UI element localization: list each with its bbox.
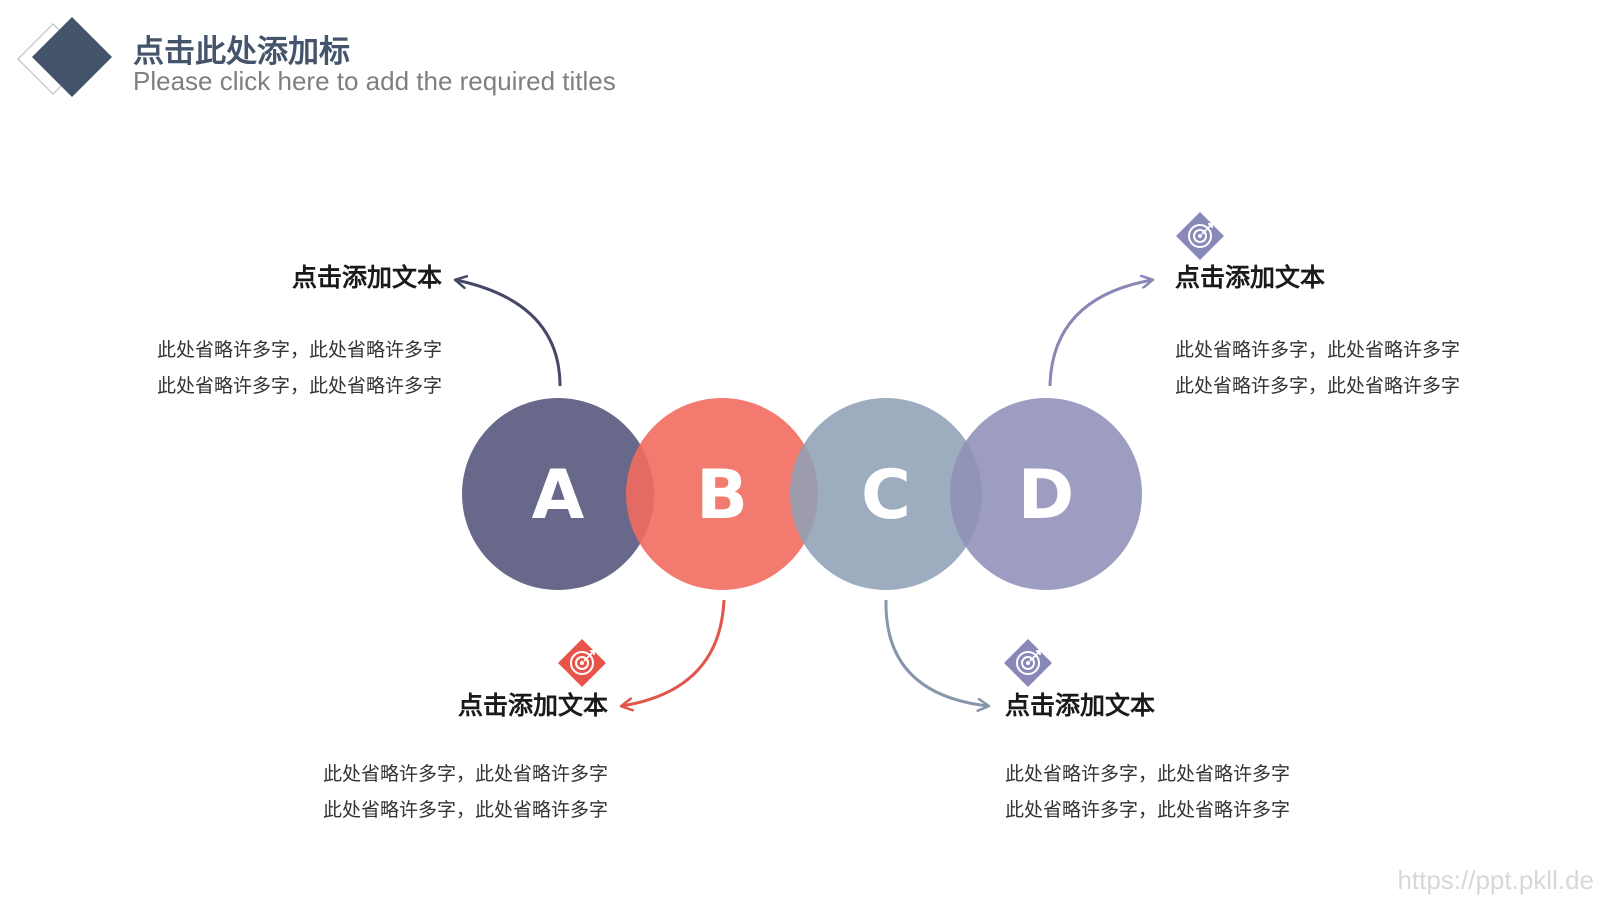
logo-filled-diamond xyxy=(32,17,112,97)
node-a-title[interactable]: 点击添加文本 xyxy=(291,263,442,292)
arrow-c xyxy=(884,599,988,706)
node-b-line-2: 此处省略许多字，此处省略许多字 xyxy=(322,799,608,821)
node-d-line-1: 此处省略许多字，此处省略许多字 xyxy=(1175,339,1461,361)
node-a-line-2: 此处省略许多字，此处省略许多字 xyxy=(156,375,442,397)
circle-c[interactable] xyxy=(790,398,982,590)
node-c-line-1: 此处省略许多字，此处省略许多字 xyxy=(1005,763,1291,785)
node-d-description[interactable]: 此处省略许多字，此处省略许多字 此处省略许多字，此处省略许多字 xyxy=(1175,332,1460,404)
arrow-d xyxy=(1048,280,1152,387)
arrow-a xyxy=(456,280,562,387)
node-a-line-1: 此处省略许多字，此处省略许多字 xyxy=(156,339,442,361)
header-logo xyxy=(16,17,112,97)
target-icon-c xyxy=(1004,639,1052,687)
circle-b-letter: B xyxy=(696,456,748,535)
node-a-description[interactable]: 此处省略许多字，此处省略许多字 此处省略许多字，此处省略许多字 xyxy=(157,332,442,404)
target-icon-d xyxy=(1176,212,1224,260)
circle-d[interactable] xyxy=(950,398,1142,590)
node-b-title[interactable]: 点击添加文本 xyxy=(457,691,608,720)
circle-b[interactable] xyxy=(626,398,818,590)
page-subtitle[interactable]: Please click here to add the required ti… xyxy=(133,66,616,96)
circle-a[interactable] xyxy=(462,398,654,590)
node-c-description[interactable]: 此处省略许多字，此处省略许多字 此处省略许多字，此处省略许多字 xyxy=(1005,756,1290,828)
circle-a-letter: A xyxy=(532,456,585,535)
watermark-url: https://ppt.pkll.de xyxy=(1397,865,1594,895)
target-icon-b xyxy=(558,639,606,687)
page-title[interactable]: 点击此处添加标 xyxy=(133,34,350,70)
circle-c-letter: C xyxy=(861,456,911,535)
node-d-title[interactable]: 点击添加文本 xyxy=(1175,263,1326,292)
node-c-title[interactable]: 点击添加文本 xyxy=(1005,691,1156,720)
node-d-line-2: 此处省略许多字，此处省略许多字 xyxy=(1175,375,1461,397)
node-b-description[interactable]: 此处省略许多字，此处省略许多字 此处省略许多字，此处省略许多字 xyxy=(323,756,608,828)
node-c-line-2: 此处省略许多字，此处省略许多字 xyxy=(1005,799,1291,821)
node-b-line-1: 此处省略许多字，此处省略许多字 xyxy=(322,763,608,785)
arrow-b xyxy=(622,599,726,706)
circle-d-letter: D xyxy=(1018,456,1074,535)
